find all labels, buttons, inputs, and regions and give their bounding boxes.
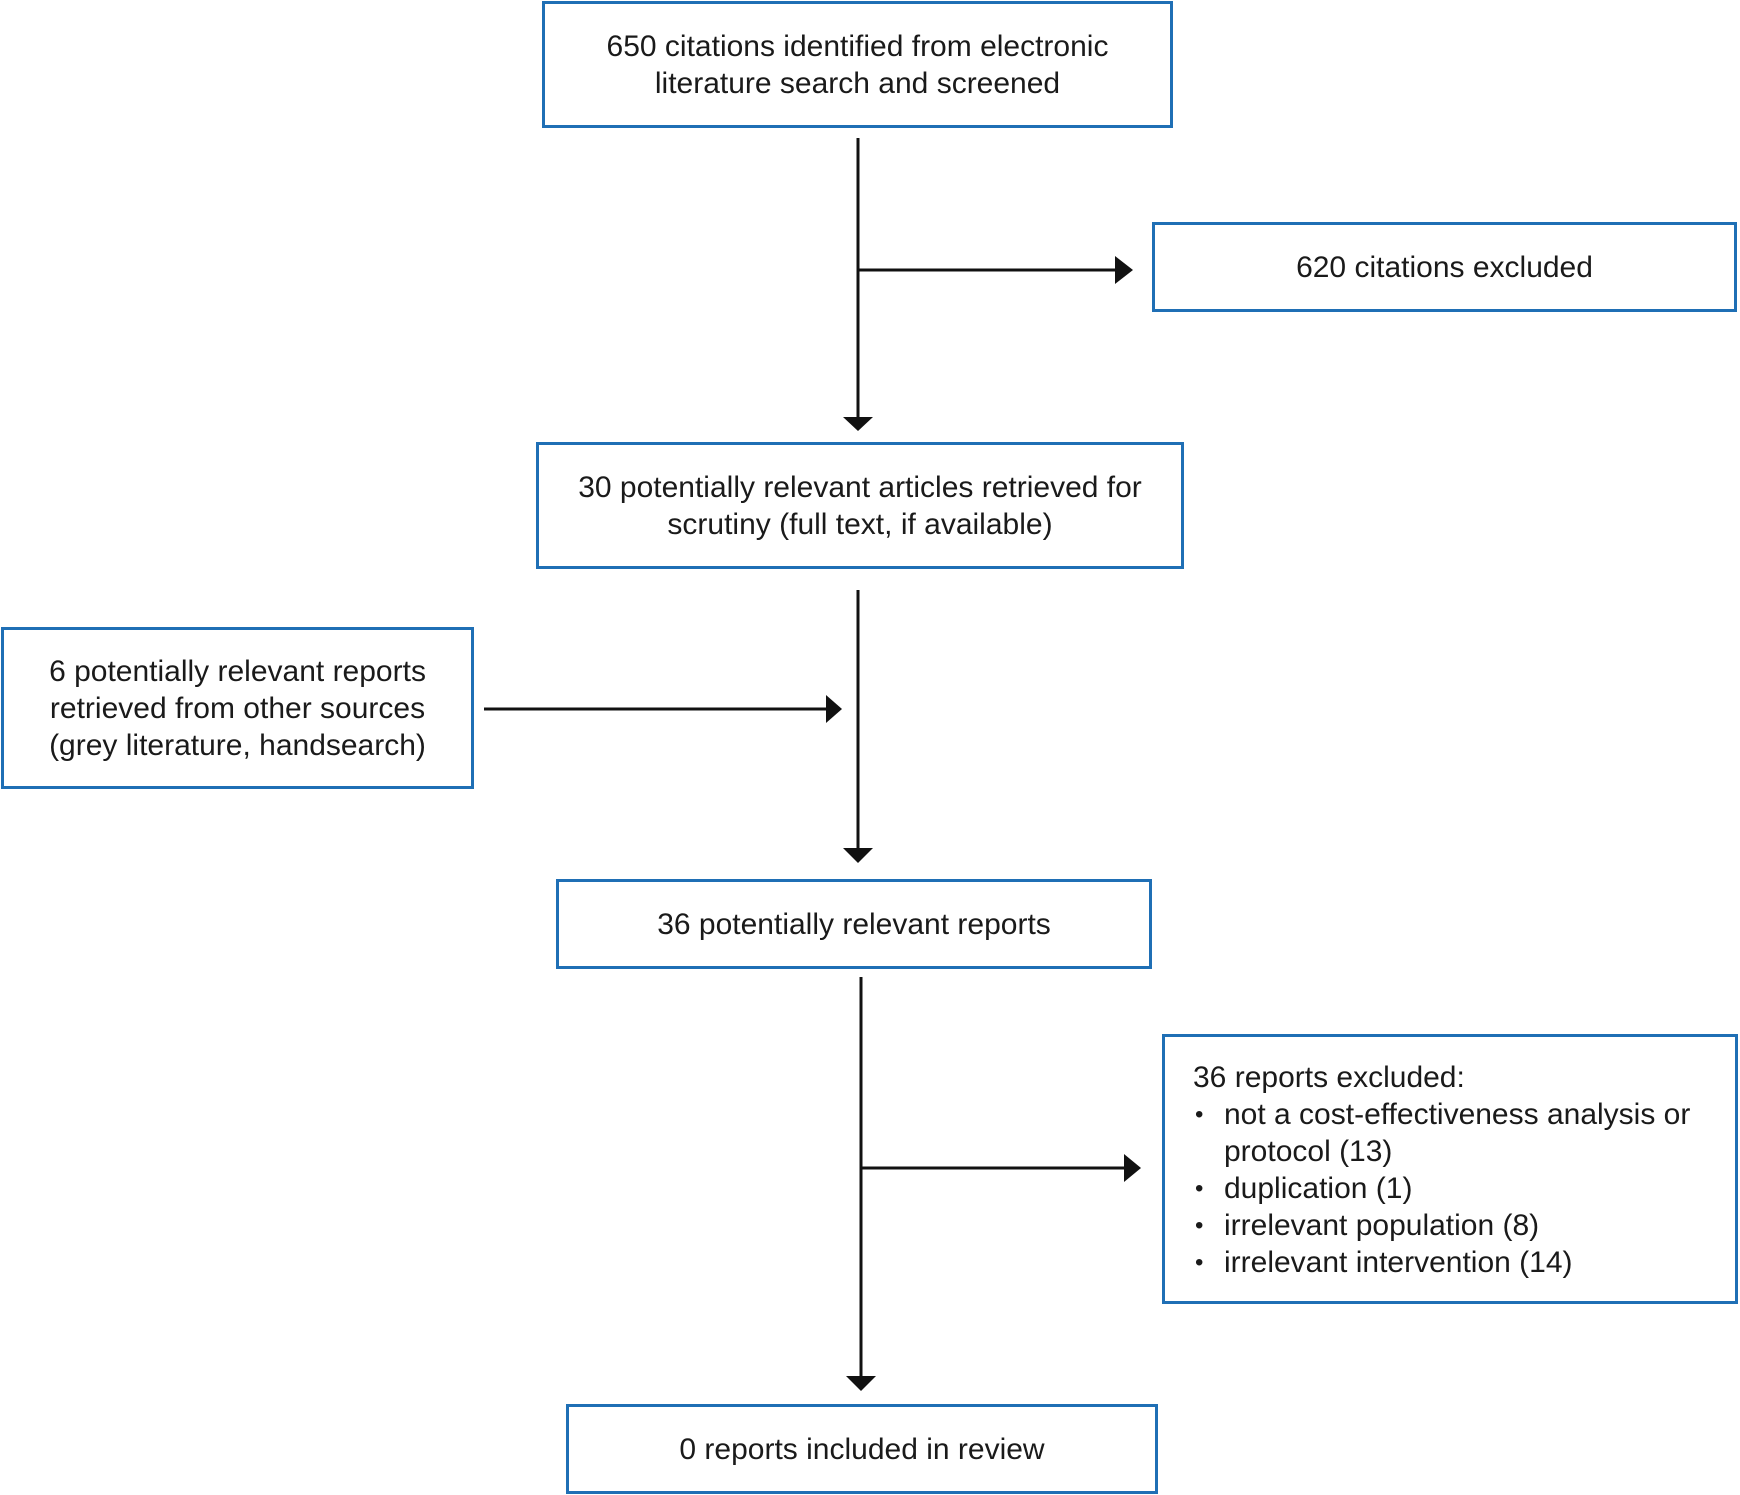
exclusion-reason-item: duplication (1)	[1193, 1170, 1709, 1207]
box-reports-included: 0 reports included in review	[566, 1404, 1158, 1494]
arrowhead-right-other-sources	[826, 695, 842, 723]
box-citations-identified: 650 citations identified from electronic…	[542, 1, 1173, 128]
arrowhead-right-reports-excluded	[1124, 1154, 1141, 1182]
box-citations-excluded: 620 citations excluded	[1152, 222, 1737, 312]
citations-identified-text: 650 citations identified from electronic…	[606, 29, 1109, 100]
exclusion-reason-item: not a cost-effectiveness analysis or pro…	[1193, 1096, 1709, 1170]
arrowhead-right-excluded-citations	[1115, 256, 1133, 284]
box-potentially-relevant-reports: 36 potentially relevant reports	[556, 879, 1152, 969]
other-sources-text: 6 potentially relevant reports retrieved…	[49, 654, 426, 762]
exclusion-reason-item: irrelevant intervention (14)	[1193, 1244, 1709, 1281]
reports-excluded-heading: 36 reports excluded:	[1193, 1061, 1465, 1094]
box-other-sources: 6 potentially relevant reports retrieved…	[1, 627, 474, 789]
arrowhead-down-included	[846, 1376, 876, 1391]
arrowhead-down-retrieved	[843, 417, 873, 431]
arrowhead-down-relevant	[843, 848, 873, 863]
exclusion-reasons-list: not a cost-effectiveness analysis or pro…	[1193, 1096, 1709, 1281]
citations-excluded-text: 620 citations excluded	[1296, 250, 1593, 284]
box-reports-excluded: 36 reports excluded: not a cost-effectiv…	[1162, 1034, 1738, 1304]
articles-retrieved-text: 30 potentially relevant articles retriev…	[578, 470, 1142, 541]
box-articles-retrieved: 30 potentially relevant articles retriev…	[536, 442, 1184, 569]
reports-included-text: 0 reports included in review	[679, 1432, 1045, 1466]
potentially-relevant-reports-text: 36 potentially relevant reports	[657, 907, 1051, 941]
exclusion-reason-item: irrelevant population (8)	[1193, 1207, 1709, 1244]
